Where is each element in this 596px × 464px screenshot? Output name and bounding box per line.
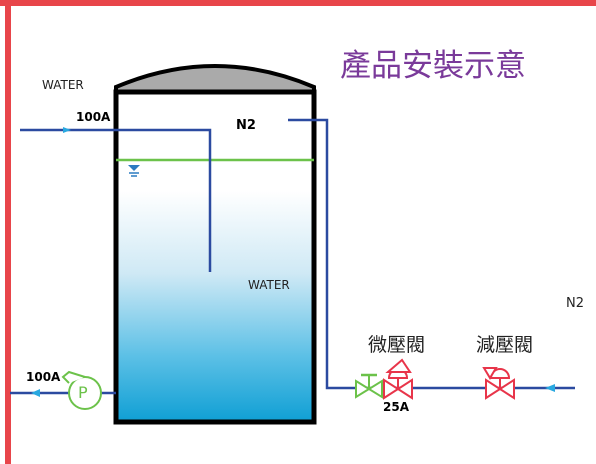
reducing-valve-label: 減壓閥 <box>476 334 534 356</box>
pump-icon <box>61 370 102 410</box>
outlet-size-label: 100A <box>26 370 61 384</box>
tank-shell <box>113 89 317 425</box>
flow-arrow-icon <box>63 127 71 133</box>
pressure-valve-icon <box>482 367 515 400</box>
n2-supply-label: N2 <box>566 296 584 311</box>
valve-size-label: 25A <box>383 400 409 414</box>
n2-supply-pipe <box>288 118 575 390</box>
water-inlet-label: WATER <box>42 78 84 92</box>
tank-roof <box>114 64 316 94</box>
pressure-valve-icon <box>383 358 413 400</box>
inlet-size-label: 100A <box>76 110 111 124</box>
gate-valve-icon <box>355 373 383 399</box>
water-in-tank-label: WATER <box>248 278 290 292</box>
diagram-title: 產品安裝示意 <box>340 48 526 84</box>
tank-liquid <box>116 92 314 422</box>
water-inlet-pipe <box>20 128 212 272</box>
micro-pressure-valve-label: 微壓閥 <box>368 334 426 356</box>
water-level-icon <box>128 165 140 177</box>
flow-arrow-icon <box>31 389 40 397</box>
pump-label: P <box>78 383 88 402</box>
n2-port-label: N2 <box>236 118 256 133</box>
flow-arrow-icon <box>545 384 555 392</box>
